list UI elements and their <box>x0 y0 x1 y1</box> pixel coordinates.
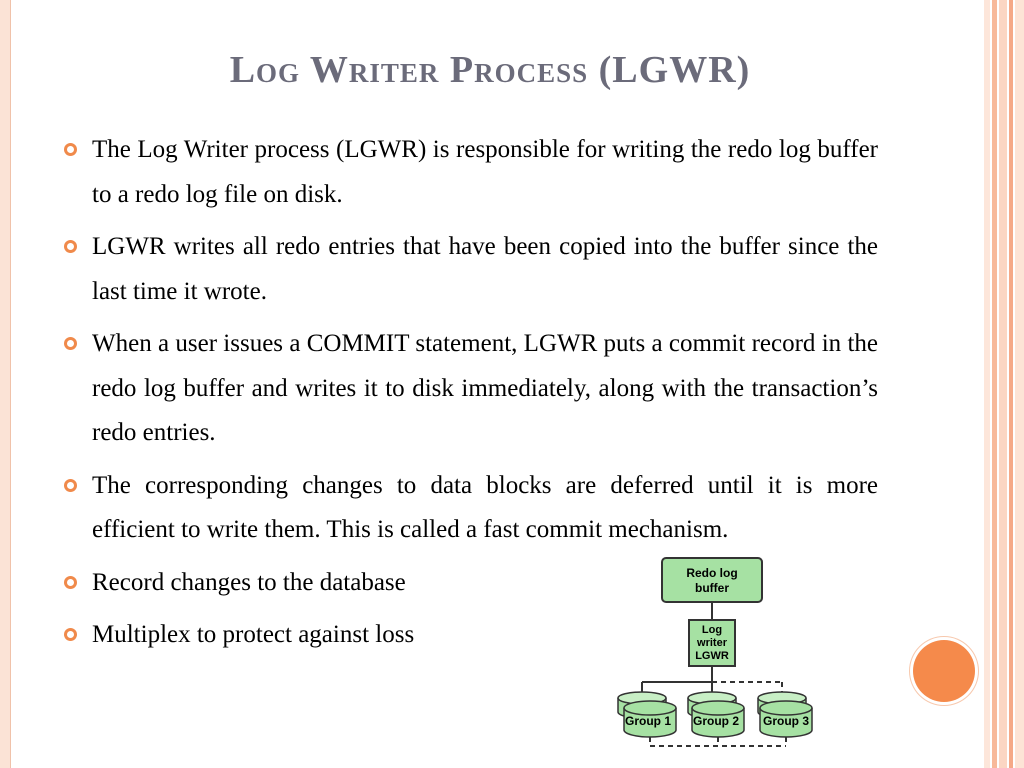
lgwr-label: LGWR <box>695 650 729 662</box>
right-decorative-stripes <box>984 0 1024 768</box>
bullet-text: The Log Writer process (LGWR) is respons… <box>92 136 878 208</box>
bullet-text: Record changes to the database <box>92 568 406 596</box>
lgwr-diagram: Redo log buffer Log writer LGWR Group 1 <box>600 550 840 760</box>
lgwr-label: writer <box>696 637 728 649</box>
group-1-label: Group 1 <box>625 714 671 728</box>
bullet-item: LGWR writes all redo entries that have b… <box>62 225 878 314</box>
bullet-item: The corresponding changes to data blocks… <box>62 464 878 553</box>
bullet-text: When a user issues a COMMIT statement, L… <box>92 330 878 446</box>
lgwr-diagram-svg: Redo log buffer Log writer LGWR Group 1 <box>617 557 813 747</box>
stripe <box>1015 0 1024 768</box>
redo-log-buffer-box <box>661 557 763 603</box>
bullet-ring-icon <box>64 240 77 253</box>
group-3-label: Group 3 <box>763 714 809 728</box>
stripe <box>1009 0 1013 768</box>
bullet-text: The corresponding changes to data blocks… <box>92 471 878 544</box>
group-2-label: Group 2 <box>693 714 739 728</box>
lgwr-label: Log <box>702 624 722 636</box>
group-1-disk-stack: Group 1 <box>617 691 677 738</box>
bullet-item: Multiplex to protect against loss <box>62 613 552 658</box>
stripe <box>992 0 997 768</box>
redo-log-buffer-label: Redo log <box>686 566 737 580</box>
bullet-item: When a user issues a COMMIT statement, L… <box>62 322 878 456</box>
slide-title: Log Writer Process (LGWR) <box>229 49 751 91</box>
bullet-ring-icon <box>64 337 77 350</box>
left-frame-border <box>0 0 11 768</box>
stripe <box>984 0 990 768</box>
bullet-text: Multiplex to protect against loss <box>92 621 415 648</box>
bullet-ring-icon <box>64 575 77 589</box>
bullet-list: The Log Writer process (LGWR) is respons… <box>62 128 878 666</box>
group-2-disk-stack: Group 2 <box>687 691 745 738</box>
bullet-item: The Log Writer process (LGWR) is respons… <box>62 128 878 217</box>
bullet-ring-icon <box>64 143 77 156</box>
redo-log-buffer-label: buffer <box>695 581 729 595</box>
bullet-ring-icon <box>64 628 77 641</box>
bullet-ring-icon <box>64 478 77 492</box>
stripe <box>999 0 1007 768</box>
bullet-text: LGWR writes all redo entries that have b… <box>92 233 878 305</box>
decorative-orange-circle <box>913 640 975 702</box>
group-3-disk-stack: Group 3 <box>757 691 813 738</box>
bullet-item: Record changes to the database <box>62 561 552 606</box>
